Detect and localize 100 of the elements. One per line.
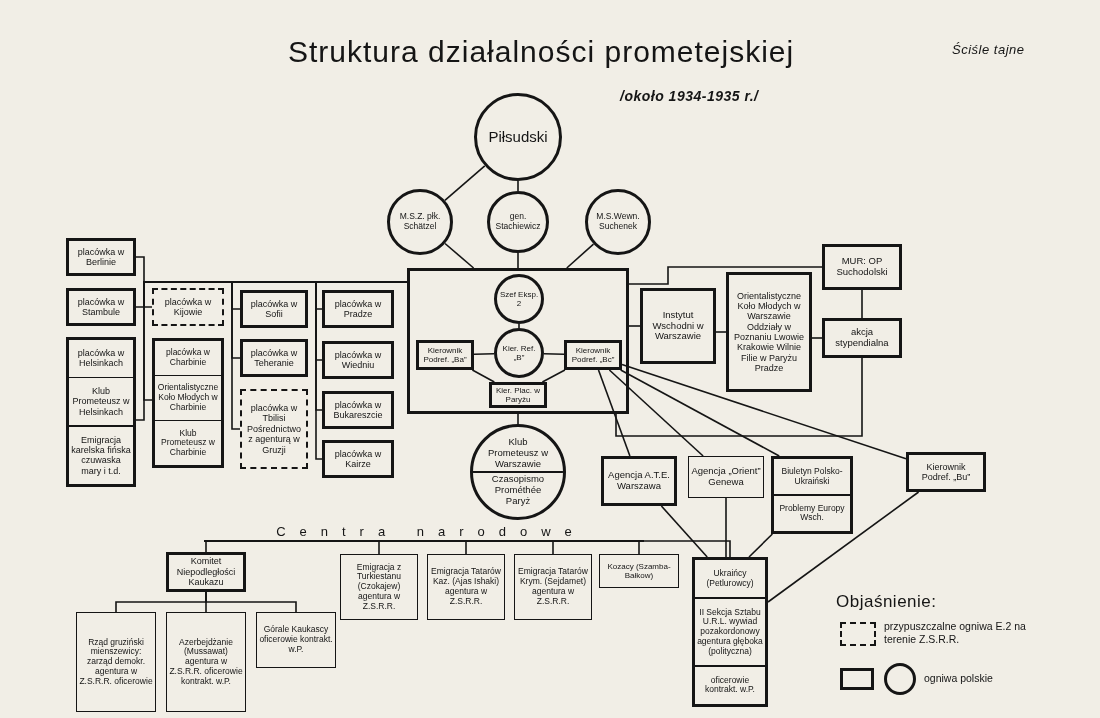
connector-line bbox=[628, 266, 823, 285]
org-box bbox=[322, 341, 394, 379]
node-label: Ukraińcy (Petlurowcy) bbox=[705, 568, 755, 589]
org-circle bbox=[487, 191, 549, 253]
node-label: Klub Prometeusz w Helsinkach bbox=[71, 386, 131, 418]
org-circle bbox=[387, 189, 453, 255]
node-label: oficerowie kontrakt. w.P. bbox=[704, 675, 756, 696]
connector-line bbox=[725, 497, 727, 558]
node-label: Komitet Niepodległości Kaukazu bbox=[175, 556, 237, 588]
legend-heading: Objaśnienie: bbox=[836, 592, 937, 613]
legend-label: ogniwa polskie bbox=[924, 672, 994, 685]
node-label: Kier. Ref. „B” bbox=[501, 343, 537, 363]
node-label: placówka w Pradze bbox=[333, 298, 383, 320]
node-label: II Sekcja Sztabu U.R.L. wywiad pozakordonowy agentura głęboka (polityczna) bbox=[697, 607, 763, 657]
org-box bbox=[240, 290, 308, 328]
org-box bbox=[256, 612, 336, 668]
org-box bbox=[906, 452, 986, 492]
connector-line bbox=[517, 180, 519, 192]
node-label: Instytut Wschodni w Warszawie bbox=[651, 309, 705, 343]
org-box bbox=[564, 340, 622, 370]
org-box bbox=[822, 244, 902, 290]
connector-line bbox=[444, 165, 486, 202]
node-label: placówka w Bukareszcie bbox=[332, 399, 384, 421]
connector-line bbox=[378, 541, 380, 555]
org-box bbox=[427, 554, 505, 620]
connector-line bbox=[543, 352, 565, 355]
connector-line bbox=[541, 369, 566, 383]
dashed-box bbox=[152, 288, 224, 326]
org-box bbox=[66, 238, 136, 276]
node-label: placówka w Stambule bbox=[76, 296, 126, 318]
connector-line bbox=[552, 541, 554, 555]
node-label: Czasopismo Prométhée Paryż bbox=[490, 473, 546, 507]
org-box bbox=[601, 456, 677, 506]
node-label: placówka w Wiedniu bbox=[333, 349, 383, 371]
connector-line bbox=[518, 323, 520, 329]
connector-line bbox=[465, 541, 467, 555]
org-circle bbox=[470, 424, 566, 520]
org-box bbox=[166, 552, 246, 592]
node-label: placówka w Charbinie bbox=[165, 348, 211, 368]
connector-line bbox=[628, 325, 641, 327]
org-box bbox=[166, 612, 246, 712]
org-box bbox=[322, 391, 394, 429]
org-box bbox=[726, 272, 812, 392]
org-circle bbox=[585, 189, 651, 255]
node-label: Biuletyn Polsko-Ukraiński bbox=[780, 466, 844, 487]
node-label: MUR: OP Suchodolski bbox=[835, 256, 889, 278]
connector-line bbox=[861, 289, 863, 319]
dashed-box bbox=[240, 389, 308, 469]
node-label: Orientalistyczne Koło Młodych w Warszawie Oddziały w Poznaniu Lwowie Krakowie Wilnie Filie w Paryżu Pradze bbox=[732, 290, 805, 374]
org-box bbox=[152, 338, 224, 468]
node-label: Emigracja z Turkiestanu (Czokajew) agentura w Z.S.R.R. bbox=[355, 562, 403, 612]
connector-line bbox=[444, 242, 475, 269]
node-label: placówka w Teheranie bbox=[249, 347, 299, 369]
connector-line bbox=[638, 541, 640, 555]
connector-line bbox=[205, 541, 207, 553]
connector-line bbox=[608, 369, 704, 457]
node-label: M.S.Wewn. Suchenek bbox=[595, 212, 641, 232]
org-box bbox=[692, 557, 768, 707]
org-box bbox=[822, 318, 902, 358]
connector-line bbox=[473, 352, 495, 355]
connector-line bbox=[615, 357, 863, 437]
date-note: /około 1934-1935 r./ bbox=[620, 88, 759, 105]
connector-line bbox=[621, 363, 907, 460]
connector-line bbox=[811, 337, 823, 339]
connector-line bbox=[205, 591, 297, 613]
bus-line bbox=[204, 524, 644, 542]
connector-line bbox=[315, 281, 408, 460]
org-box bbox=[240, 339, 308, 377]
node-label: Orientalistyczne Koło Młodych w Charbinie bbox=[157, 383, 219, 413]
node-label: M.S.Z. płk. Schätzel bbox=[398, 212, 442, 232]
diagram-title: Struktura działalności prometejskiej bbox=[288, 34, 795, 70]
connector-line bbox=[566, 243, 595, 269]
connector-line bbox=[517, 413, 519, 425]
node-label: placówka w Kairze bbox=[333, 448, 383, 470]
org-circle bbox=[494, 274, 544, 324]
connector-line bbox=[715, 331, 727, 333]
node-label: Emigracja Tatarów Kaz. (Ajas Ishaki) agentura w Z.S.R.R. bbox=[430, 567, 502, 607]
connector-line bbox=[597, 369, 631, 457]
node-label: Problemy Europy Wsch. bbox=[778, 503, 846, 524]
org-box bbox=[76, 612, 156, 712]
node-label: Klub Prometeusz w Warszawie bbox=[486, 437, 550, 471]
connector-line bbox=[471, 369, 496, 383]
node-label: Kozacy (Szamba-Bałkow) bbox=[606, 561, 672, 581]
node-label: Kierownik Podref. „Bc” bbox=[570, 345, 616, 365]
org-box bbox=[771, 456, 853, 534]
node-label: Emigracja karelska fińska czuwaska mary i t.d. bbox=[71, 434, 131, 476]
org-circle bbox=[474, 93, 562, 181]
org-box bbox=[688, 456, 764, 498]
node-label: placówka w Sofii bbox=[249, 298, 299, 320]
org-box bbox=[416, 340, 474, 370]
org-box bbox=[322, 290, 394, 328]
connector-line bbox=[619, 369, 780, 457]
node-label: Piłsudski bbox=[488, 128, 548, 146]
legend-label: przypuszczalne ogniwa E.2 na terenie Z.S.R.R. bbox=[884, 620, 1027, 646]
org-box bbox=[599, 554, 679, 588]
node-label: placówka w Tbilisi Pośrednictwo z agenturą w Gruzji bbox=[246, 403, 302, 455]
org-box bbox=[514, 554, 592, 620]
connector-line bbox=[517, 252, 519, 269]
org-box bbox=[640, 288, 716, 364]
org-box bbox=[66, 288, 136, 326]
